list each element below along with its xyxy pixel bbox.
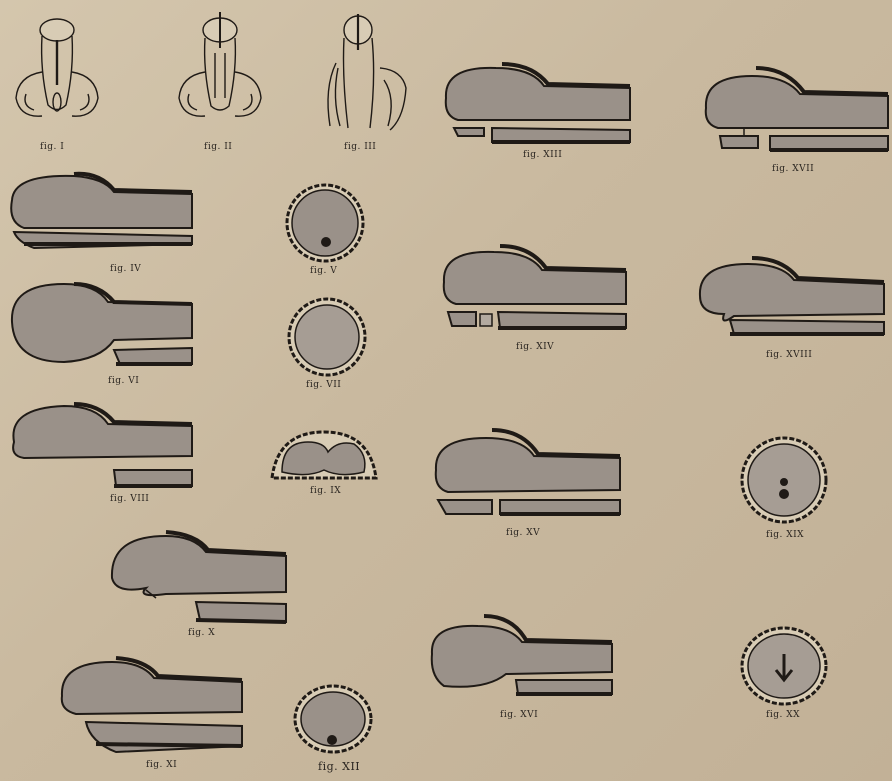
figure-1-caption: fig. I — [40, 142, 64, 152]
figure-5-drawing — [280, 182, 370, 264]
figure-7-caption: fig. VII — [306, 380, 341, 390]
figure-4-drawing — [4, 170, 194, 260]
figure-6-caption: fig. VI — [108, 376, 139, 386]
figure-10-caption: fig. X — [188, 628, 215, 638]
figure-15-caption: fig. XV — [506, 528, 540, 538]
figure-12-drawing — [292, 684, 374, 754]
figure-19-drawing — [738, 434, 830, 526]
figure-18-caption: fig. XVIII — [766, 350, 812, 360]
figure-4-caption: fig. IV — [110, 264, 141, 274]
figure-11-caption: fig. XI — [146, 760, 177, 770]
figure-13-drawing — [440, 58, 635, 148]
figure-14-caption: fig. XIV — [516, 342, 554, 352]
figure-15-drawing — [430, 426, 625, 521]
figure-3-caption: fig. III — [344, 142, 376, 152]
figure-2-drawing — [175, 8, 265, 126]
figure-5-caption: fig. V — [310, 266, 337, 276]
figure-3-drawing — [318, 8, 408, 133]
figure-2-caption: fig. II — [204, 142, 232, 152]
figure-17-drawing — [700, 64, 892, 159]
figure-18-drawing — [694, 256, 890, 346]
figure-10-drawing — [106, 528, 291, 628]
figure-16-caption: fig. XVI — [500, 710, 538, 720]
figure-14-drawing — [438, 240, 633, 335]
figure-20-caption: fig. XX — [766, 710, 800, 720]
figure-8-drawing — [4, 400, 194, 490]
figure-19-caption: fig. XIX — [766, 530, 804, 540]
figure-20-drawing — [738, 624, 830, 708]
figure-16-drawing — [426, 612, 616, 702]
figure-12-caption: fig. XII — [318, 760, 360, 773]
figure-1-drawing — [12, 10, 102, 125]
figure-17-caption: fig. XVII — [772, 164, 814, 174]
figure-9-caption: fig. IX — [310, 486, 341, 496]
figure-6-drawing — [4, 282, 194, 372]
figure-13-caption: fig. XIII — [523, 150, 562, 160]
figure-11-drawing — [56, 656, 246, 756]
figure-8-caption: fig. VIII — [110, 494, 149, 504]
figure-9-drawing — [268, 428, 380, 484]
figure-7-drawing — [282, 296, 372, 378]
